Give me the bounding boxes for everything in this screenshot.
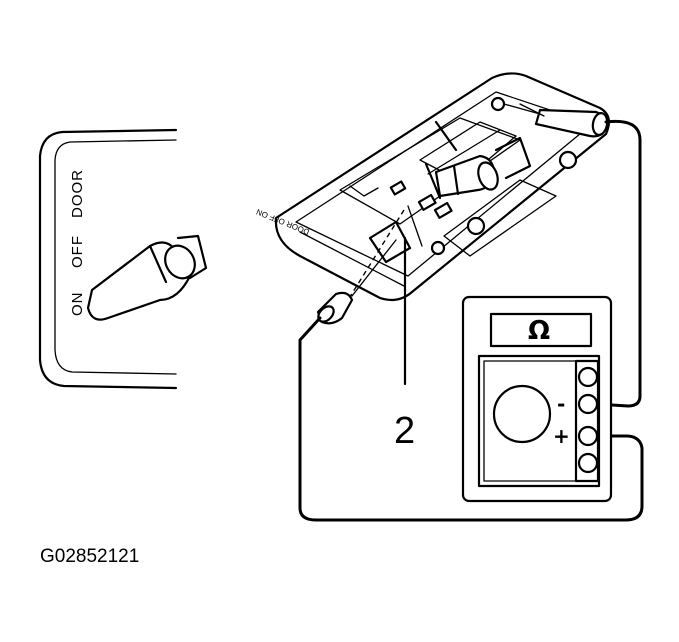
meter-terminal-minus-icon — [577, 393, 599, 415]
upper-test-probe — [503, 103, 609, 138]
test-lead-positive — [298, 316, 644, 522]
meter-terminal-plus-icon — [577, 425, 599, 447]
switch-label-off: OFF — [69, 235, 86, 268]
ohm-symbol-icon: Ω — [528, 316, 550, 346]
switch-label-door: DOOR — [69, 169, 86, 218]
meter-dial — [492, 384, 552, 444]
meter-terminal-icon — [577, 452, 599, 474]
switch-knob — [86, 234, 208, 321]
screw-hole-icon — [490, 96, 506, 112]
screw-hole-icon — [430, 240, 446, 256]
switch-label-on: ON — [69, 292, 86, 317]
terminal-minus-label: - — [557, 392, 565, 416]
test-lead-negative — [594, 119, 642, 408]
figure-id: G02852121 — [40, 546, 139, 567]
meter-terminal-icon — [577, 366, 599, 388]
terminal-plus-label: + — [553, 424, 570, 448]
screw-hole-icon — [558, 150, 578, 170]
screw-hole-icon — [466, 216, 486, 236]
dome-light-housing: DOOR OFF ON — [255, 72, 611, 302]
meter-display — [489, 312, 593, 348]
ohmmeter: Ω - + — [461, 295, 613, 503]
switch-detail-inset: ON OFF DOOR — [38, 128, 208, 390]
callout-number-2: 2 — [394, 410, 415, 452]
bulb-socket — [424, 120, 532, 200]
